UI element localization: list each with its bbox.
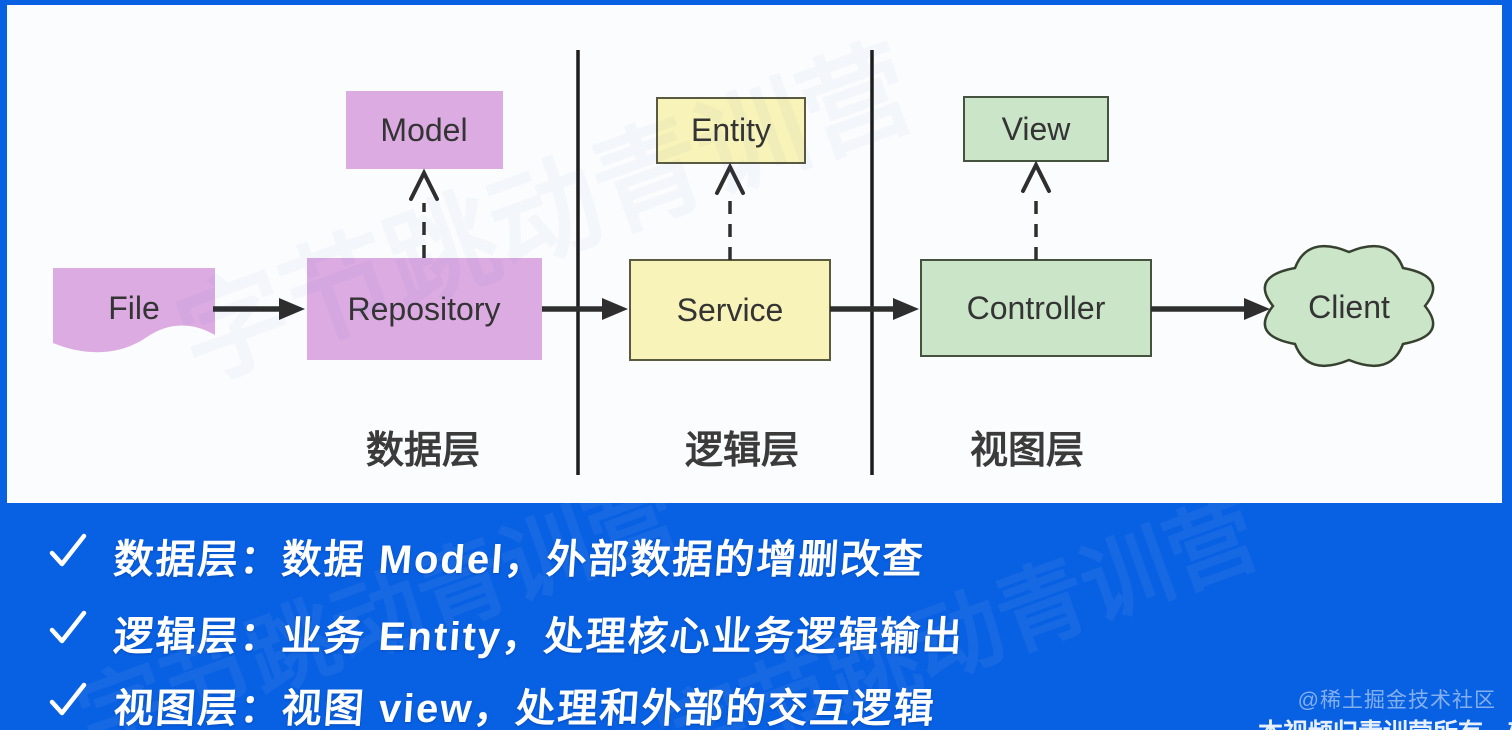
file-label: File [108,290,160,326]
layer-label-data: 数据层 [366,430,480,472]
diagram-panel: 字节跳动青训营 File Model Repository Entity Ser… [7,5,1502,503]
controller-label: Controller [967,290,1106,326]
controller-box [920,259,1152,357]
arrow-file-to-repository [213,298,305,320]
credit-watermark: @稀土掘金技术社区 [1297,689,1496,712]
file-shape [53,268,215,353]
architecture-diagram-svg: File Model Repository Entity Service Vie… [53,50,1435,475]
note-item: 数据层：数据 Model，外部数据的增删改查 [48,527,926,585]
check-icon [49,610,87,644]
view-box [963,96,1109,162]
dashed-arrow-controller-to-view [1021,160,1051,260]
service-box [629,259,831,361]
view-label: View [1002,111,1072,147]
layer-label-view: 视图层 [970,430,1084,472]
note-text: 数据层：数据 Model，外部数据的增删改查 [112,538,926,582]
repository-box [307,258,542,360]
note-item: 逻辑层：业务 Entity，处理核心业务逻辑输出 [48,604,966,662]
model-label: Model [380,112,467,148]
arrow-repository-to-service [542,298,628,320]
dashed-arrow-repository-to-model [409,168,439,258]
model-box [346,91,503,169]
service-label: Service [677,292,784,328]
check-icon [49,533,87,567]
note-item: 视图层：视图 view，处理和外部的交互逻辑 [48,676,938,730]
client-label: Client [1308,289,1390,325]
note-text: 视图层：视图 view，处理和外部的交互逻辑 [112,687,938,730]
layer-label-logic: 逻辑层 [685,430,799,472]
bottom-clipped-text: 本视频归青训营所有，转载 [1258,713,1512,730]
dashed-arrow-service-to-entity [715,162,745,260]
client-cloud [1263,244,1435,368]
entity-label: Entity [691,112,771,148]
arrow-controller-to-client [1151,298,1270,320]
entity-box [656,97,806,164]
arrow-service-to-controller [830,298,919,320]
note-text: 逻辑层：业务 Entity，处理核心业务逻辑输出 [112,615,966,659]
repository-label: Repository [348,291,501,327]
check-icon [49,682,87,716]
